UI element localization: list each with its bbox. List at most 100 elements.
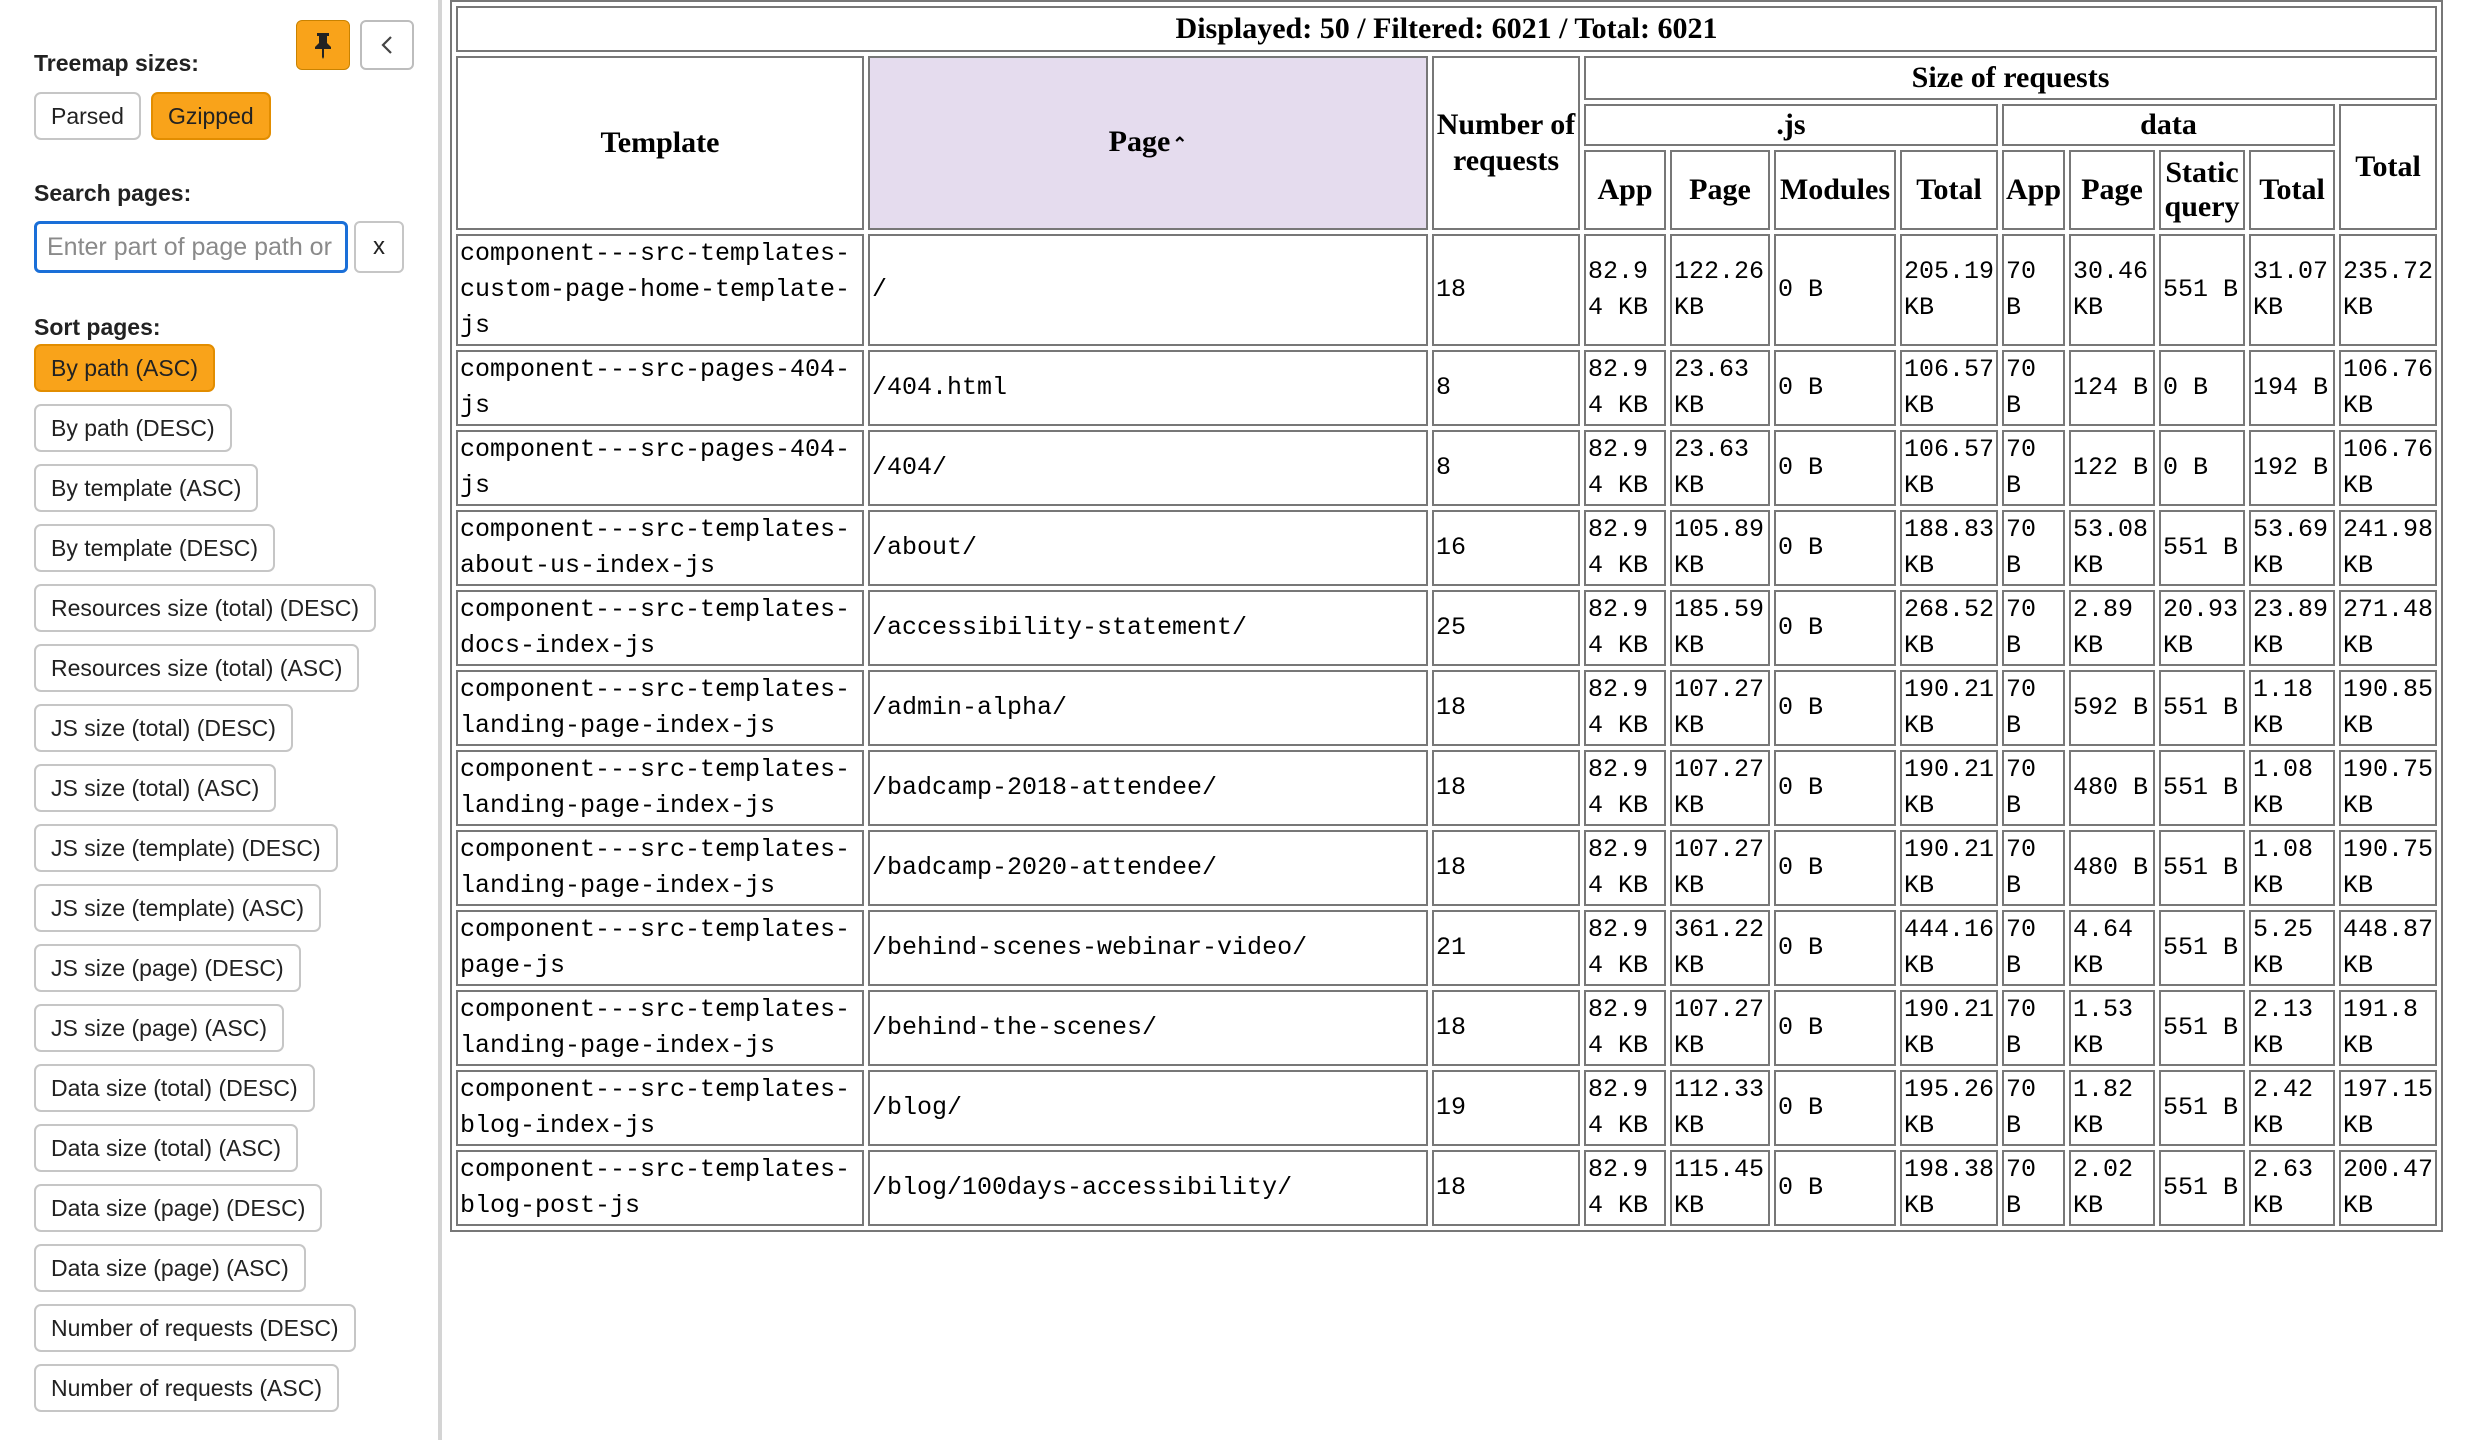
- column-header-data-static-query[interactable]: Static query: [2159, 150, 2246, 230]
- cell-page: /404/: [868, 430, 1428, 506]
- sort-option-button[interactable]: By path (DESC): [34, 404, 232, 452]
- cell-page: /behind-the-scenes/: [868, 990, 1428, 1066]
- sort-option-button[interactable]: Number of requests (DESC): [34, 1304, 356, 1352]
- cell-js-page: 112.33 KB: [1670, 1070, 1770, 1146]
- chevron-left-icon: [381, 36, 392, 54]
- sort-option-button[interactable]: JS size (template) (ASC): [34, 884, 322, 932]
- column-header-data-total[interactable]: Total: [2249, 150, 2336, 230]
- cell-total: 235.72 KB: [2339, 234, 2438, 346]
- cell-js-total: 188.83 KB: [1900, 510, 1998, 586]
- cell-data-app: 70 B: [2002, 990, 2066, 1066]
- table-row: component---src-templates-landing-page-i…: [456, 830, 2438, 906]
- sort-option-button[interactable]: JS size (template) (DESC): [34, 824, 338, 872]
- column-header-page[interactable]: Page⌃: [868, 56, 1428, 230]
- cell-js-total: 190.21 KB: [1900, 750, 1998, 826]
- table-row: component---src-templates-landing-page-i…: [456, 750, 2438, 826]
- table-row: component---src-templates-custom-page-ho…: [456, 234, 2438, 346]
- sort-option-button[interactable]: Resources size (total) (ASC): [34, 644, 360, 692]
- sort-ascending-icon: ⌃: [1172, 134, 1188, 155]
- cell-page: /: [868, 234, 1428, 346]
- cell-template: component---src-templates-landing-page-i…: [456, 670, 864, 746]
- sort-option-button[interactable]: By template (ASC): [34, 464, 259, 512]
- sidebar: Treemap sizes: Parsed Gzipped Search pag…: [0, 0, 442, 1440]
- cell-data-app: 70 B: [2002, 234, 2066, 346]
- cell-js-total: 106.57 KB: [1900, 350, 1998, 426]
- cell-data-static-query: 551 B: [2159, 830, 2246, 906]
- cell-js-total: 195.26 KB: [1900, 1070, 1998, 1146]
- cell-data-app: 70 B: [2002, 910, 2066, 986]
- cell-data-static-query: 0 B: [2159, 430, 2246, 506]
- column-header-template[interactable]: Template: [456, 56, 864, 230]
- search-pages-input[interactable]: [34, 221, 348, 273]
- cell-total: 200.47 KB: [2339, 1150, 2438, 1226]
- column-group-js: .js: [1584, 104, 1998, 146]
- cell-js-total: 205.19 KB: [1900, 234, 1998, 346]
- sort-option-button[interactable]: Resources size (total) (DESC): [34, 584, 377, 632]
- treemap-gzipped-button[interactable]: Gzipped: [151, 92, 271, 140]
- sort-option-button[interactable]: By path (ASC): [34, 344, 215, 392]
- cell-template: component---src-templates-docs-index-js: [456, 590, 864, 666]
- cell-data-page: 4.64 KB: [2069, 910, 2156, 986]
- cell-data-total: 1.08 KB: [2249, 750, 2336, 826]
- table-caption: Displayed: 50 / Filtered: 6021 / Total: …: [456, 6, 2438, 52]
- cell-js-total: 198.38 KB: [1900, 1150, 1998, 1226]
- cell-template: component---src-templates-landing-page-i…: [456, 990, 864, 1066]
- cell-template: component---src-pages-404-js: [456, 430, 864, 506]
- cell-js-app: 82.94 KB: [1584, 234, 1666, 346]
- cell-js-app: 82.94 KB: [1584, 990, 1666, 1066]
- cell-data-static-query: 551 B: [2159, 910, 2246, 986]
- column-header-total[interactable]: Total: [2339, 104, 2438, 230]
- cell-js-page: 23.63 KB: [1670, 430, 1770, 506]
- sort-option-button[interactable]: Data size (total) (ASC): [34, 1124, 299, 1172]
- cell-template: component---src-pages-404-js: [456, 350, 864, 426]
- cell-js-app: 82.94 KB: [1584, 750, 1666, 826]
- column-header-data-page[interactable]: Page: [2069, 150, 2156, 230]
- cell-data-page: 2.02 KB: [2069, 1150, 2156, 1226]
- column-header-js-modules[interactable]: Modules: [1774, 150, 1896, 230]
- cell-requests: 21: [1432, 910, 1580, 986]
- sort-option-button[interactable]: JS size (page) (ASC): [34, 1004, 285, 1052]
- cell-data-total: 194 B: [2249, 350, 2336, 426]
- cell-page: /badcamp-2018-attendee/: [868, 750, 1428, 826]
- cell-data-page: 1.53 KB: [2069, 990, 2156, 1066]
- cell-requests: 8: [1432, 350, 1580, 426]
- cell-js-modules: 0 B: [1774, 1150, 1896, 1226]
- pin-button[interactable]: [296, 20, 350, 70]
- sort-option-button[interactable]: Number of requests (ASC): [34, 1364, 339, 1412]
- column-header-js-page[interactable]: Page: [1670, 150, 1770, 230]
- cell-requests: 25: [1432, 590, 1580, 666]
- sort-option-button[interactable]: Data size (page) (DESC): [34, 1184, 323, 1232]
- column-header-page-label: Page: [1108, 124, 1171, 158]
- treemap-parsed-button[interactable]: Parsed: [34, 92, 141, 140]
- cell-data-app: 70 B: [2002, 1150, 2066, 1226]
- cell-data-total: 31.07 KB: [2249, 234, 2336, 346]
- sort-option-button[interactable]: JS size (total) (DESC): [34, 704, 293, 752]
- column-header-js-total[interactable]: Total: [1900, 150, 1998, 230]
- sort-option-button[interactable]: JS size (total) (ASC): [34, 764, 277, 812]
- clear-search-button[interactable]: x: [354, 221, 404, 273]
- cell-page: /accessibility-statement/: [868, 590, 1428, 666]
- cell-data-total: 5.25 KB: [2249, 910, 2336, 986]
- sort-option-button[interactable]: Data size (page) (ASC): [34, 1244, 306, 1292]
- cell-data-app: 70 B: [2002, 830, 2066, 906]
- cell-template: component---src-templates-about-us-index…: [456, 510, 864, 586]
- cell-js-page: 107.27 KB: [1670, 670, 1770, 746]
- cell-data-total: 23.89 KB: [2249, 590, 2336, 666]
- column-header-data-app[interactable]: App: [2002, 150, 2066, 230]
- collapse-sidebar-button[interactable]: [360, 20, 414, 70]
- column-header-requests[interactable]: Number of requests: [1432, 56, 1580, 230]
- cell-data-static-query: 0 B: [2159, 350, 2246, 426]
- cell-total: 241.98 KB: [2339, 510, 2438, 586]
- column-header-js-app[interactable]: App: [1584, 150, 1666, 230]
- sort-option-button[interactable]: JS size (page) (DESC): [34, 944, 301, 992]
- cell-js-total: 190.21 KB: [1900, 670, 1998, 746]
- sort-option-button[interactable]: Data size (total) (DESC): [34, 1064, 315, 1112]
- cell-total: 106.76 KB: [2339, 350, 2438, 426]
- cell-page: /blog/100days-accessibility/: [868, 1150, 1428, 1226]
- search-pages-label: Search pages:: [34, 180, 192, 206]
- cell-js-modules: 0 B: [1774, 430, 1896, 506]
- pages-table: Displayed: 50 / Filtered: 6021 / Total: …: [450, 0, 2444, 1232]
- sort-option-button[interactable]: By template (DESC): [34, 524, 276, 572]
- cell-js-total: 190.21 KB: [1900, 830, 1998, 906]
